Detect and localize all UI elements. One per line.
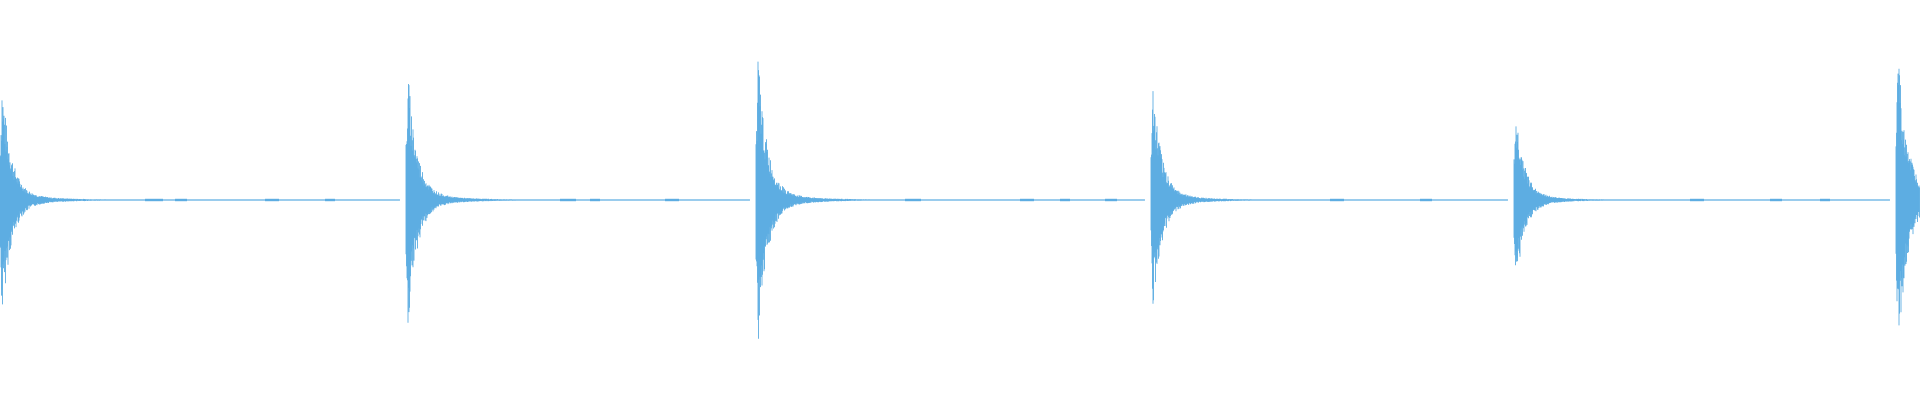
transient-trace [405, 84, 750, 323]
noise-blip [590, 198, 600, 202]
transient-2 [405, 84, 750, 323]
noise-blip [665, 198, 679, 202]
transient-trace [1513, 126, 1890, 266]
transient-6 [1895, 68, 1920, 326]
transient-1 [0, 100, 400, 305]
noise-blip [1690, 198, 1704, 202]
transient-trace [0, 100, 400, 305]
transient-4 [1150, 91, 1508, 304]
transient-trace [755, 61, 1145, 339]
waveform-trace [0, 61, 1920, 339]
transient-3 [755, 61, 1145, 339]
noise-blip [325, 198, 335, 202]
noise-blip [1330, 198, 1344, 202]
noise-blip [1770, 198, 1782, 202]
noise-blip [145, 198, 163, 202]
noise-blip [1420, 198, 1432, 202]
noise-blip [1060, 198, 1070, 202]
noise-blip [560, 198, 576, 202]
transient-trace [1895, 68, 1920, 326]
noise-blip [1105, 198, 1117, 202]
transient-trace [1150, 91, 1508, 304]
noise-blip [175, 198, 187, 202]
transient-5 [1513, 126, 1890, 266]
noise-blip [1820, 198, 1830, 202]
noise-blip [1020, 198, 1034, 202]
noise-blip [265, 198, 279, 202]
noise-blip [905, 198, 921, 202]
